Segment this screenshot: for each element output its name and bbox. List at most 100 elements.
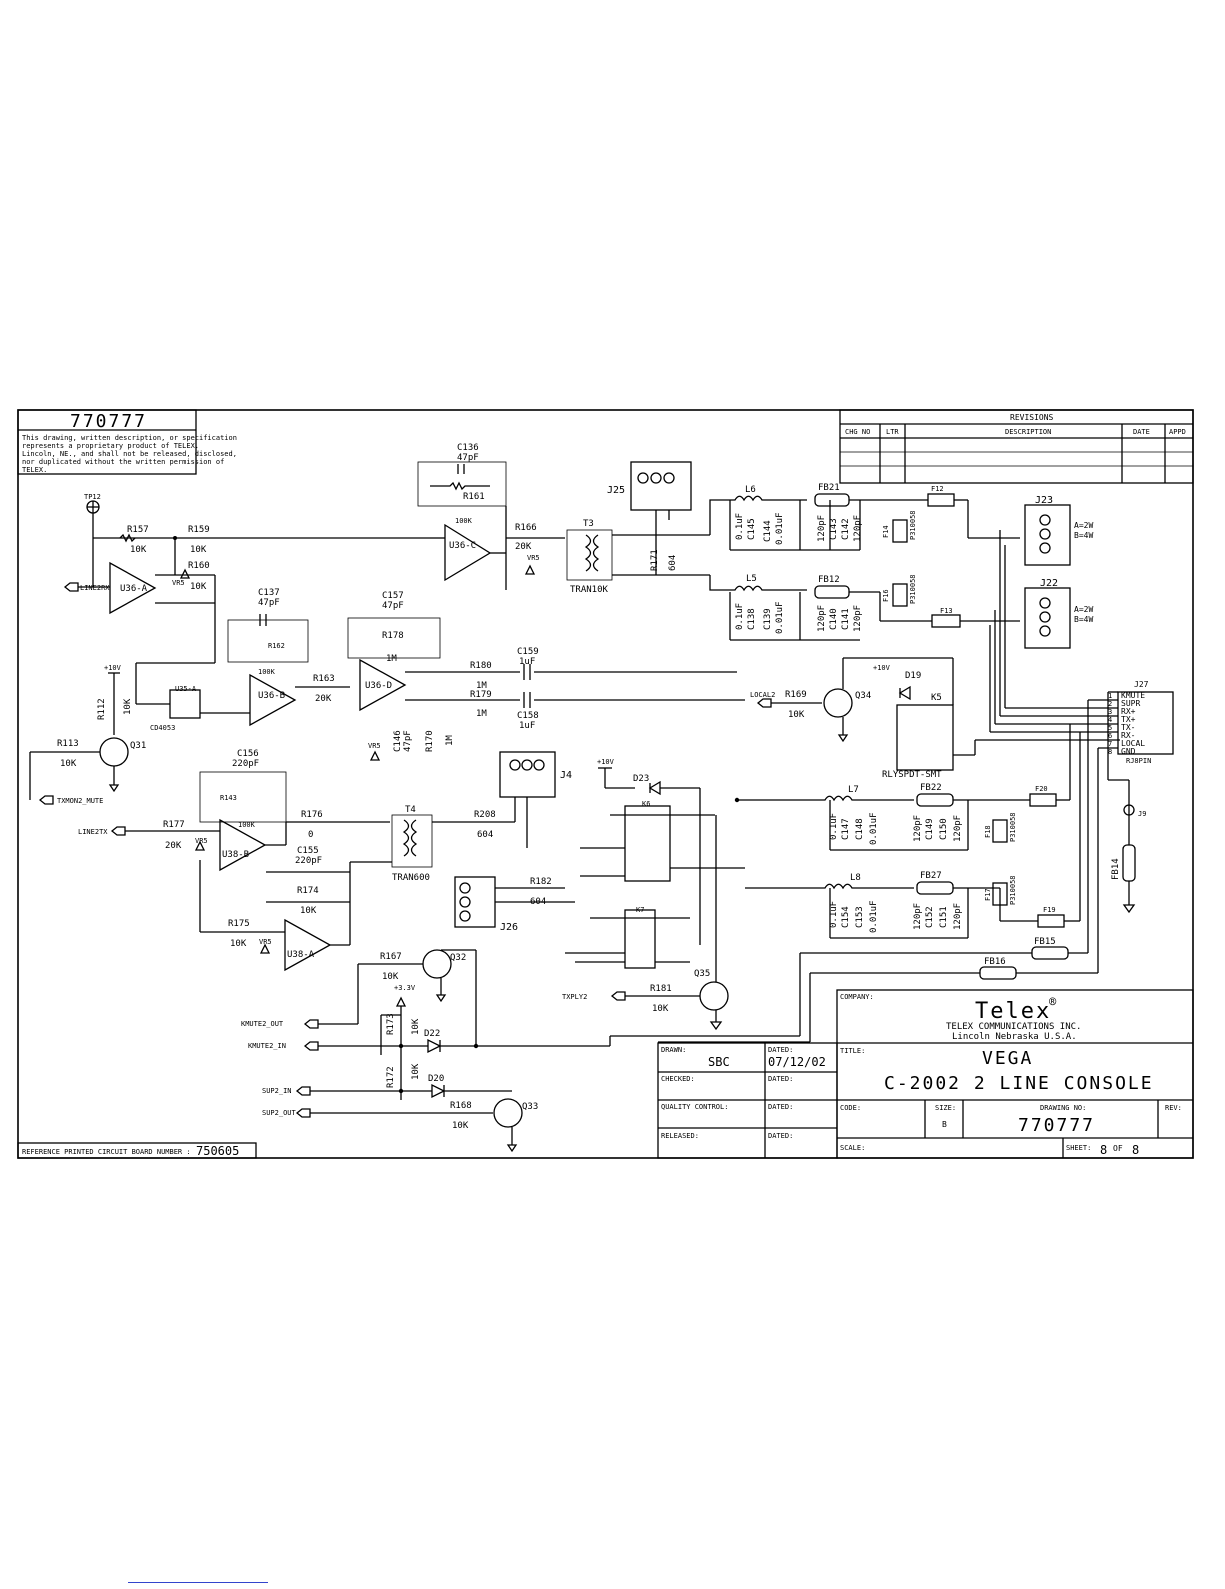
c147-ref: C147 bbox=[841, 818, 851, 840]
ferrite-fb21 bbox=[814, 493, 850, 507]
c138-val: 0.1uF bbox=[735, 603, 745, 630]
f14-label: F14 bbox=[882, 525, 890, 538]
plus10v-2: +10V bbox=[597, 758, 615, 766]
rlyspdt-label: RLYSPDT-SMT bbox=[882, 770, 942, 780]
rev-col-chg: CHG NO bbox=[845, 428, 870, 436]
dated-label-3: DATED: bbox=[768, 1103, 793, 1111]
k5-label: K5 bbox=[931, 693, 942, 703]
l7-filter: L7 FB22 0.1uF C147 C148 0.01uF 120pF C14… bbox=[734, 783, 1030, 851]
registered-mark: ® bbox=[1049, 995, 1057, 1009]
q31-section: +10V R112 10K Q31 R113 10K TXMON2_MUTE bbox=[29, 664, 146, 805]
t3-section: T3 TRAN10K J25 R171 604 bbox=[566, 461, 710, 595]
u36a-label: U36-A bbox=[120, 584, 148, 594]
f17-label: F17 bbox=[984, 888, 992, 901]
j27-pin-number: 4 bbox=[1108, 716, 1112, 724]
r172-ref: R172 bbox=[386, 1066, 396, 1088]
r159-ref: R159 bbox=[188, 525, 210, 535]
p310058-1: P310058 bbox=[909, 510, 917, 540]
r163-ref: R163 bbox=[313, 674, 335, 684]
c136-val: 47pF bbox=[457, 453, 479, 463]
vr5-5: VR5 bbox=[259, 938, 272, 946]
notice-line-3: Lincoln, NE., and shall not be released,… bbox=[22, 450, 237, 458]
switch-u35a bbox=[169, 689, 201, 719]
q35-label: Q35 bbox=[694, 969, 710, 979]
l7-label: L7 bbox=[848, 785, 859, 795]
notice-line-4: nor duplicated without the written permi… bbox=[22, 458, 224, 466]
company-name: TELEX COMMUNICATIONS INC. bbox=[946, 1022, 1081, 1032]
c157-ref: C157 bbox=[382, 591, 404, 601]
reference-pcb-number: 750605 bbox=[196, 1144, 239, 1158]
ferrite-fb12 bbox=[814, 585, 850, 599]
j9-label: J9 bbox=[1138, 810, 1146, 818]
fb12-label: FB12 bbox=[818, 575, 840, 585]
c150-val: 120pF bbox=[953, 815, 963, 842]
plus10v-1: +10V bbox=[104, 664, 122, 672]
tran10k-label: TRAN10K bbox=[570, 585, 609, 595]
c147-val: 0.1uF bbox=[829, 813, 839, 840]
r179-val: 1M bbox=[476, 709, 487, 719]
r173-val: 10K bbox=[411, 1018, 421, 1035]
reference-pcb-label: REFERENCE PRINTED CIRCUIT BOARD NUMBER : bbox=[22, 1148, 191, 1156]
r167-val: 10K bbox=[382, 972, 399, 982]
j25-label: J25 bbox=[607, 485, 625, 496]
j22-a2w: A=2W bbox=[1074, 605, 1093, 614]
dated-label-1: DATED: bbox=[768, 1046, 793, 1054]
k6-label: K6 bbox=[642, 800, 650, 808]
r160-ref: R160 bbox=[188, 561, 210, 571]
line2rx-label: LINE2RX bbox=[80, 584, 110, 592]
notice-line-5: TELEX. bbox=[22, 466, 47, 474]
sheet-border bbox=[17, 409, 1194, 1159]
r174-ref: R174 bbox=[297, 886, 319, 896]
j27-pin-number: 3 bbox=[1108, 708, 1112, 716]
t3-label: T3 bbox=[583, 519, 594, 529]
c151-ref: C151 bbox=[939, 906, 949, 928]
r159-val: 10K bbox=[190, 545, 207, 555]
p310058-3: P310058 bbox=[1009, 812, 1017, 842]
j27-pin-name: LOCAL bbox=[1121, 739, 1145, 748]
footer-link-underline[interactable] bbox=[128, 1582, 268, 1583]
drawn-label: DRAWN: bbox=[661, 1046, 686, 1054]
txply2-label: TXPLY2 bbox=[562, 993, 587, 1001]
c138-ref: C138 bbox=[747, 608, 757, 630]
r177-ref: R177 bbox=[163, 820, 185, 830]
title-label: TITLE: bbox=[840, 1047, 865, 1055]
u36d-label: U36-D bbox=[365, 681, 392, 691]
u38a-label: U38-A bbox=[287, 950, 315, 960]
c137-val: 47pF bbox=[258, 598, 280, 608]
r174-val: 10K bbox=[300, 906, 317, 916]
ferrite-fb16 bbox=[979, 966, 1017, 980]
l8-label: L8 bbox=[850, 873, 861, 883]
r173-ref: R173 bbox=[386, 1013, 396, 1035]
r113-ref: R113 bbox=[57, 739, 79, 749]
c157-val: 47pF bbox=[382, 601, 404, 611]
c139-val: 0.01uF bbox=[775, 601, 785, 634]
f19-label: F19 bbox=[1043, 906, 1056, 914]
connector-j4: J4 bbox=[499, 751, 572, 848]
surge-protectors-top: F14 P310058 F16 P310058 F12 F13 bbox=[879, 485, 1020, 628]
connector-j23: J23 A=2W B=4W bbox=[1024, 495, 1093, 566]
kmute2-out-label: KMUTE2_OUT bbox=[241, 1020, 284, 1028]
title-line-2: C-2002 2 LINE CONSOLE bbox=[884, 1073, 1154, 1094]
ferrite-fb14 bbox=[1122, 844, 1136, 882]
r181-val: 10K bbox=[652, 1004, 669, 1014]
j23-a2w: A=2W bbox=[1074, 521, 1093, 530]
c145-ref: C145 bbox=[747, 518, 757, 540]
p310058-2: P310058 bbox=[909, 574, 917, 604]
vr5-2: VR5 bbox=[527, 554, 540, 562]
j27-pin-number: 2 bbox=[1108, 700, 1112, 708]
rev-col-desc: DESCRIPTION bbox=[1005, 428, 1051, 436]
txmon2-mute-label: TXMON2_MUTE bbox=[57, 797, 103, 805]
r180-val: 1M bbox=[476, 681, 487, 691]
vr5-1: VR5 bbox=[172, 579, 185, 587]
c146-val: 47pF bbox=[403, 730, 413, 752]
r167-ref: R167 bbox=[380, 952, 402, 962]
c148-val: 0.01uF bbox=[869, 812, 879, 845]
r168-val: 10K bbox=[452, 1121, 469, 1131]
j22-b4w: B=4W bbox=[1074, 615, 1093, 624]
mixer-section: C137 47pF R162 100K U36-B R163 20K U35-A… bbox=[135, 588, 745, 761]
r157-ref: R157 bbox=[127, 525, 149, 535]
j27-label: J27 bbox=[1134, 680, 1149, 689]
revisions-table: REVISIONS CHG NO LTR DESCRIPTION DATE AP… bbox=[839, 409, 1194, 484]
